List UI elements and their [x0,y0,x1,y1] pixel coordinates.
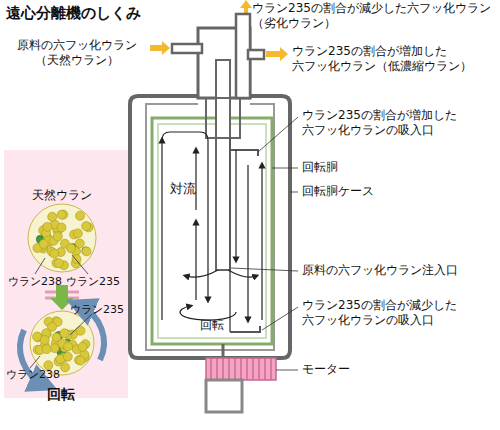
isotope-label: ウラン235 [66,275,120,289]
part-label: モーター [302,362,350,377]
part-label: 回転胴 [302,160,338,175]
part-label: 回転胴ケース [302,184,374,199]
flow-label: 回転 [200,318,224,333]
isotope-label: ウラン238 [8,275,62,289]
isotope-label: ウラン238 [6,368,60,382]
inset-label: 天然ウラン [32,188,92,203]
part-label: ウラン235の割合が減少した 六フッ化ウランの吸入口 [302,298,497,328]
isotope-label: ウラン235 [70,303,124,317]
inset-panel [4,150,128,398]
diagram-title: 遠心分離機のしくみ [6,4,141,23]
part-label: 原料の六フッ化ウラン注入口 [302,263,458,278]
flow-label: 対流 [170,182,183,196]
outlet-label: ウラン235の割合が減少した六フッ化ウラン （劣化ウラン） [252,1,497,31]
part-label: ウラン235の割合が増加した 六フッ化ウランの吸入口 [302,108,497,138]
inlet-label: 原料の六フッ化ウラン （天然ウラン） [6,38,148,68]
outlet-label: ウラン235の割合が増加した 六フッ化ウラン（低濃縮ウラン） [292,44,497,74]
inset-label: 回転 [47,386,75,404]
motor [206,358,276,380]
